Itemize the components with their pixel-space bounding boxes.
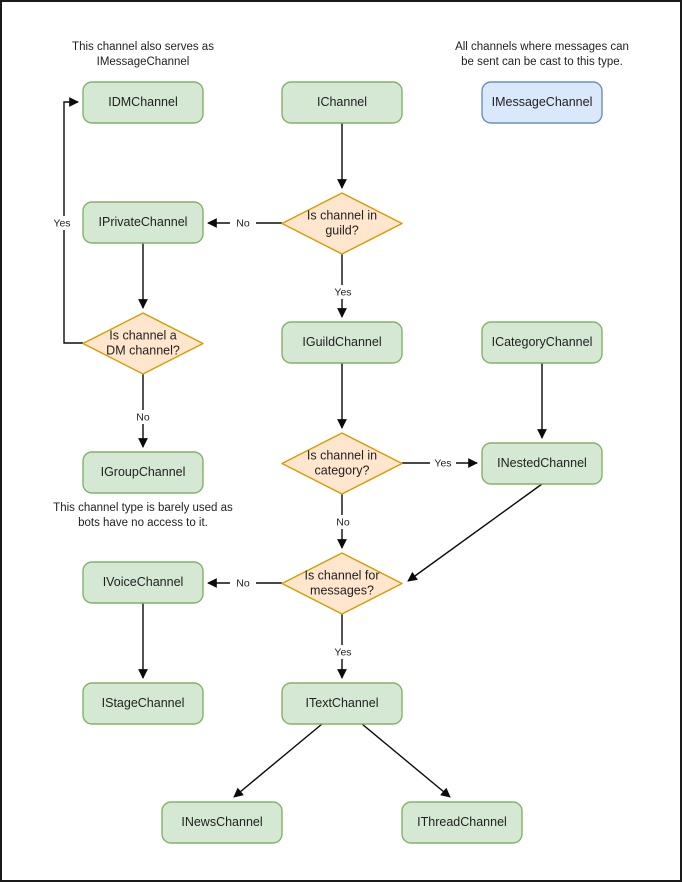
node-label-ivoicechannel: IVoiceChannel	[103, 575, 184, 589]
edge-label-bg	[330, 645, 356, 659]
node-label-ichannel: IChannel	[317, 95, 367, 109]
annotation-line: bots have no access to it.	[78, 517, 208, 529]
annotation-note-group: This channel type is barely used as bots …	[53, 502, 233, 529]
node-imessagechannel[interactable]: IMessageChannel	[481, 81, 603, 124]
node-igroupchannel[interactable]: IGroupChannel	[82, 451, 204, 494]
node-label-igroupchannel: IGroupChannel	[101, 465, 186, 479]
node-shape-box	[281, 682, 403, 725]
node-shape-box	[481, 321, 603, 364]
node-label-q-guild: guild?	[325, 223, 358, 237]
node-ivoicechannel[interactable]: IVoiceChannel	[82, 561, 204, 604]
edge-label-e-guild-private: No	[236, 217, 250, 229]
nodes-layer: IDMChannel IChannel IMessageChannelIPrivat…	[82, 81, 603, 844]
node-inestedchannel[interactable]: INestedChannel	[481, 442, 603, 485]
annotation-note-message: All channels where messages can be sent c…	[455, 41, 629, 68]
node-iguildchannel[interactable]: IGuildChannel	[281, 321, 403, 364]
node-label-q-category: Is channel in	[307, 448, 377, 462]
node-label-q-messages: Is channel for	[304, 568, 379, 582]
node-q-dm[interactable]: Is channel aDM channel?	[82, 312, 204, 375]
node-label-icategorychannel: ICategoryChannel	[492, 335, 593, 349]
node-label-q-category: category?	[315, 463, 370, 477]
edge-label-e-messages-text: Yes	[334, 646, 351, 658]
edge-label-e-dm-group: No	[136, 411, 150, 423]
edge-label-e-cat-nested: Yes	[434, 457, 451, 469]
node-shape-box	[161, 801, 283, 844]
edge-label-e-guild-guildchannel: Yes	[334, 286, 351, 298]
node-label-itextchannel: ITextChannel	[306, 696, 379, 710]
annotation-line: All channels where messages can	[455, 41, 629, 53]
node-shape-box	[82, 201, 204, 244]
node-label-iprivatechannel: IPrivateChannel	[99, 215, 188, 229]
edge-label-e-messages-voice: No	[236, 577, 250, 589]
edge-itextchannel-to-ithreadchannel	[361, 723, 451, 798]
node-shape-box	[281, 81, 403, 124]
edge-label-bg	[230, 576, 256, 590]
node-ithreadchannel[interactable]: IThreadChannel	[401, 801, 523, 844]
edge-inestedchannel-to-q-messages	[407, 483, 543, 582]
node-label-iguildchannel: IGuildChannel	[302, 335, 381, 349]
node-iprivatechannel[interactable]: IPrivateChannel	[82, 201, 204, 244]
node-shape-box	[281, 321, 403, 364]
edge-label-e-cat-messages: No	[336, 516, 350, 528]
annotation-line: IMessageChannel	[97, 56, 190, 68]
edge-label-bg	[130, 410, 156, 424]
node-shape-box	[82, 451, 204, 494]
node-label-q-messages: messages?	[310, 583, 374, 597]
node-inewschannel[interactable]: INewsChannel	[161, 801, 283, 844]
node-shape-box	[401, 801, 523, 844]
node-shape-diamond	[281, 192, 403, 255]
node-itextchannel[interactable]: ITextChannel	[281, 682, 403, 725]
node-label-q-guild: Is channel in	[307, 208, 377, 222]
node-shape-box	[481, 442, 603, 485]
node-istagechannel[interactable]: IStageChannel	[82, 682, 204, 725]
node-label-ithreadchannel: IThreadChannel	[417, 815, 507, 829]
annotation-line: This channel type is barely used as	[53, 502, 233, 514]
node-shape-diamond	[281, 432, 403, 495]
node-idmchannel[interactable]: IDMChannel	[82, 81, 204, 124]
node-label-inestedchannel: INestedChannel	[497, 456, 587, 470]
edge-label-bg	[430, 456, 456, 470]
node-label-q-dm: DM channel?	[106, 343, 180, 357]
node-shape-box	[82, 682, 204, 725]
node-label-imessagechannel: IMessageChannel	[492, 95, 593, 109]
node-label-q-dm: Is channel a	[109, 328, 176, 342]
node-label-idmchannel: IDMChannel	[108, 95, 177, 109]
edge-label-bg	[49, 216, 75, 230]
node-shape-box	[82, 561, 204, 604]
node-label-inewschannel: INewsChannel	[181, 815, 262, 829]
annotation-note-dm: This channel also serves as IMessageChann…	[72, 41, 214, 68]
node-shape-box	[82, 81, 204, 124]
node-shape-box	[481, 81, 603, 124]
node-shape-diamond	[82, 312, 204, 375]
edge-label-bg	[230, 216, 256, 230]
edge-label-bg	[330, 515, 356, 529]
edge-label-e-dm-idm: Yes	[53, 217, 70, 229]
annotation-line: be sent can be cast to this type.	[461, 56, 623, 68]
node-ichannel[interactable]: IChannel	[281, 81, 403, 124]
node-label-istagechannel: IStageChannel	[102, 696, 185, 710]
notes-layer: This channel also serves as IMessageChann…	[53, 41, 629, 529]
node-icategorychannel[interactable]: ICategoryChannel	[481, 321, 603, 364]
node-shape-diamond	[281, 552, 403, 615]
edge-label-bg	[330, 285, 356, 299]
edge-itextchannel-to-inewschannel	[233, 723, 323, 798]
annotation-line: This channel also serves as	[72, 41, 214, 53]
